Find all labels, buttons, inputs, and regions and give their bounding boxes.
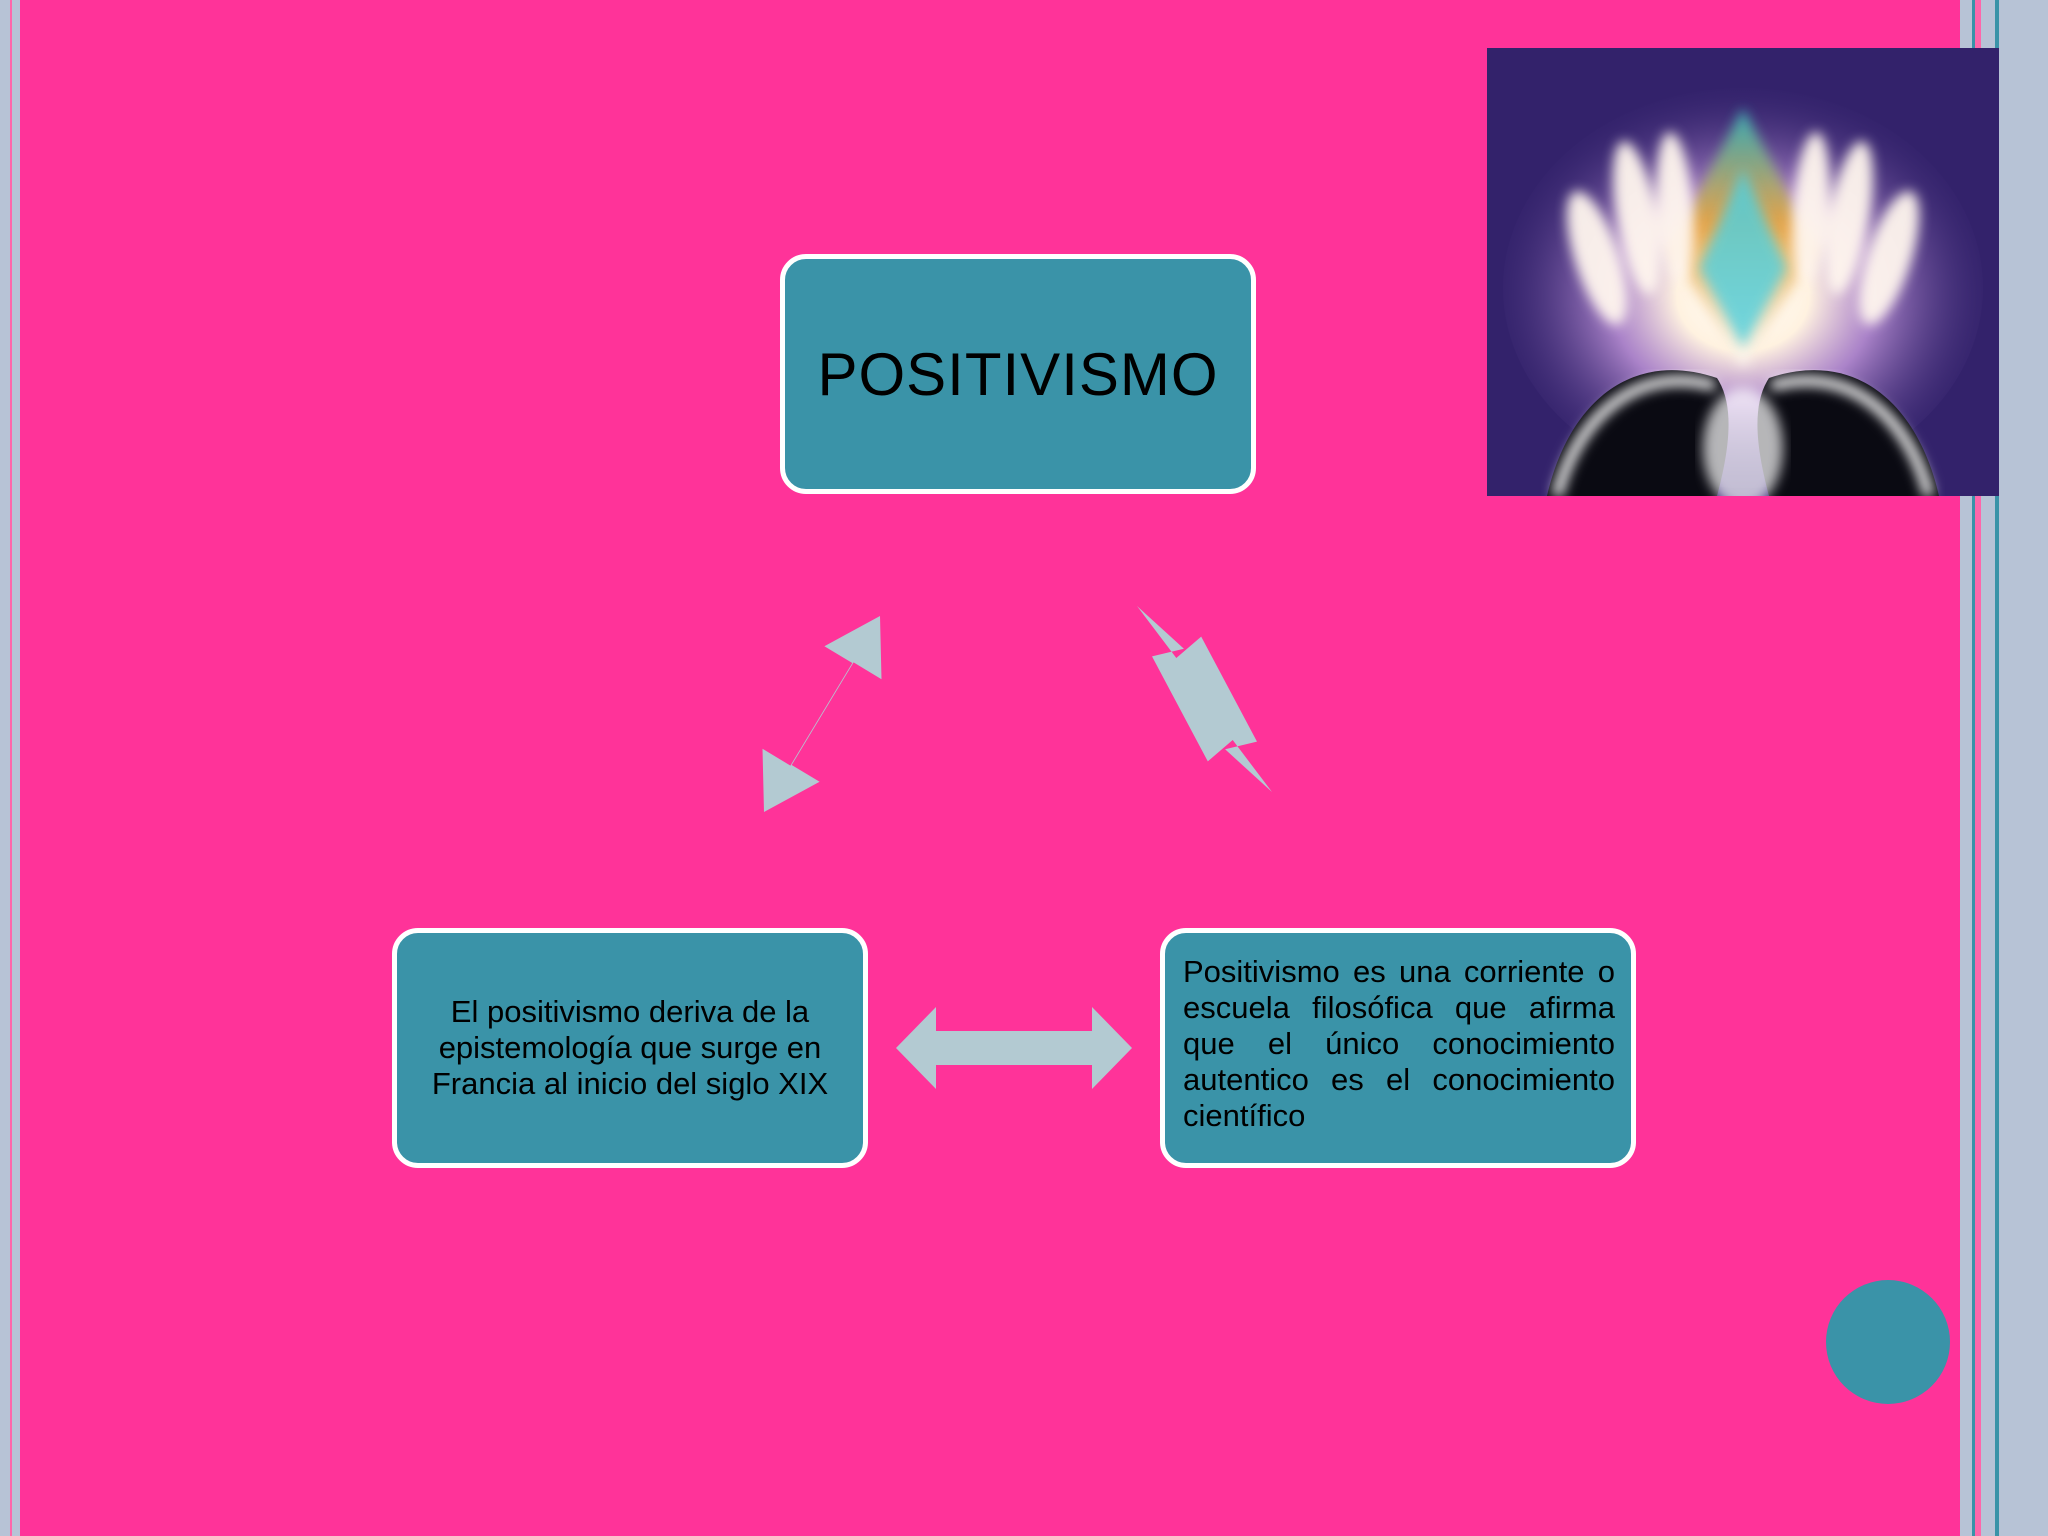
double-arrow-left-diagonal — [762, 616, 882, 812]
accent-circle — [1826, 1280, 1950, 1404]
right-border-line-2 — [1995, 0, 1999, 1536]
node-origin: El positivismo deriva de la epistemologí… — [392, 928, 868, 1168]
left-border-stripe-inner — [12, 0, 20, 1536]
double-arrow-horizontal — [896, 1007, 1132, 1089]
node-positivismo: POSITIVISMO — [780, 254, 1256, 494]
double-arrow-right-diagonal — [1137, 606, 1272, 792]
right-border-stripe-2 — [1975, 0, 1981, 1536]
node-origin-label: El positivismo deriva de la epistemologí… — [431, 994, 829, 1101]
left-border-line — [10, 0, 12, 1536]
left-border-stripe — [0, 0, 10, 1536]
node-positivismo-label: POSITIVISMO — [817, 340, 1219, 408]
right-border-stripe-4 — [1999, 0, 2048, 1536]
right-border-line-1 — [1972, 0, 1975, 1536]
node-definition: Positivismo es una corriente o escuela f… — [1160, 928, 1636, 1168]
glowing-hands-icon — [1487, 48, 1999, 496]
node-definition-label: Positivismo es una corriente o escuela f… — [1183, 954, 1615, 1133]
